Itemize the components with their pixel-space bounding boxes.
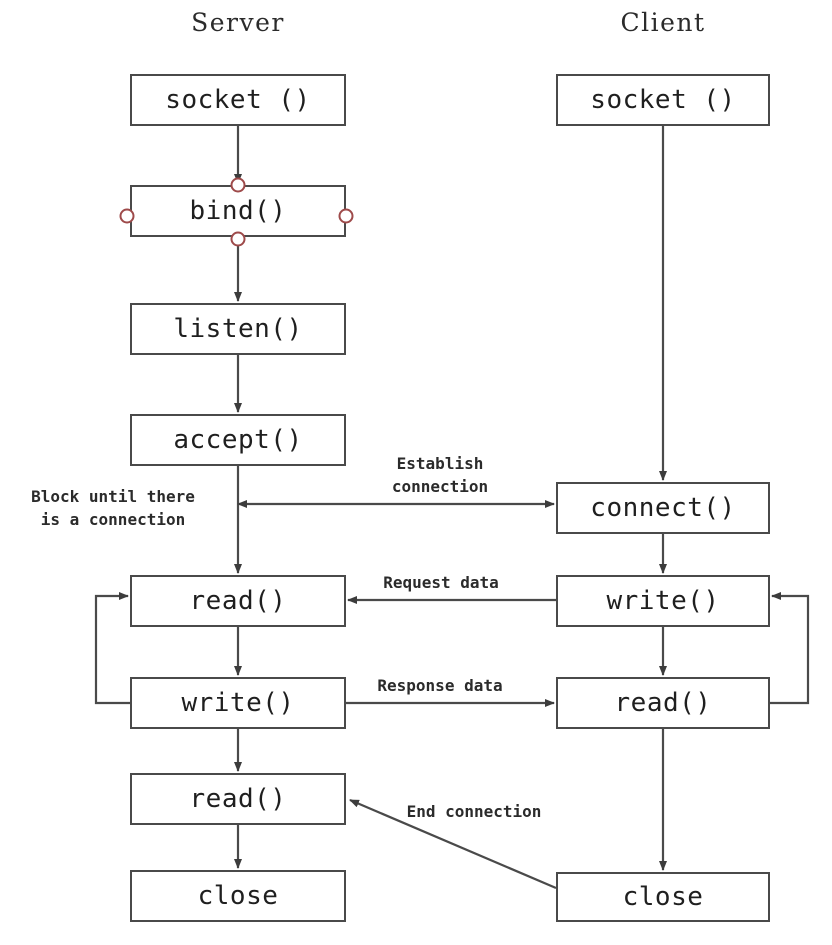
- edge-server-loopback: [94, 592, 130, 705]
- node-label: close: [622, 882, 704, 912]
- node-label: write(): [606, 586, 720, 616]
- node-label: bind(): [189, 196, 287, 226]
- column-header-server: Server: [191, 8, 285, 37]
- node-label: read(): [614, 688, 712, 718]
- node-server-listen[interactable]: listen(): [130, 303, 346, 355]
- edge-label-response-data: Response data: [377, 676, 503, 695]
- node-label: listen(): [173, 314, 303, 344]
- anchor-handle-server-bind-left[interactable]: [119, 208, 135, 224]
- node-label: connect(): [590, 493, 736, 523]
- edge-label-request-data: Request data: [383, 573, 499, 592]
- node-server-read-2[interactable]: read(): [130, 773, 346, 825]
- node-label: close: [197, 881, 279, 911]
- node-server-bind[interactable]: bind(): [130, 185, 346, 237]
- node-server-read-1[interactable]: read(): [130, 575, 346, 627]
- edge-label-block-until-connection: Block until there is a connection: [31, 487, 195, 530]
- anchor-handle-server-bind-right[interactable]: [338, 208, 354, 224]
- node-label: write(): [181, 688, 295, 718]
- anchor-handle-server-bind-top[interactable]: [230, 177, 246, 193]
- node-server-close[interactable]: close: [130, 870, 346, 922]
- node-client-close[interactable]: close: [556, 872, 770, 922]
- node-client-read[interactable]: read(): [556, 677, 770, 729]
- node-client-socket[interactable]: socket (): [556, 74, 770, 126]
- edge-label-end-connection: End connection: [406, 802, 542, 821]
- column-header-client: Client: [620, 8, 706, 37]
- node-server-socket[interactable]: socket (): [130, 74, 346, 126]
- node-label: read(): [189, 784, 287, 814]
- node-label: socket (): [590, 85, 736, 115]
- anchor-handle-server-bind-bottom[interactable]: [230, 231, 246, 247]
- node-server-accept[interactable]: accept(): [130, 414, 346, 466]
- node-client-connect[interactable]: connect(): [556, 482, 770, 534]
- node-server-write[interactable]: write(): [130, 677, 346, 729]
- edge-label-establish-connection: Establish connection: [391, 454, 489, 497]
- node-client-write[interactable]: write(): [556, 575, 770, 627]
- edge-client-loopback: [770, 592, 810, 705]
- node-label: socket (): [165, 85, 311, 115]
- node-label: accept(): [173, 425, 303, 455]
- edge-end-connection-arrow: [349, 798, 557, 890]
- node-label: read(): [189, 586, 287, 616]
